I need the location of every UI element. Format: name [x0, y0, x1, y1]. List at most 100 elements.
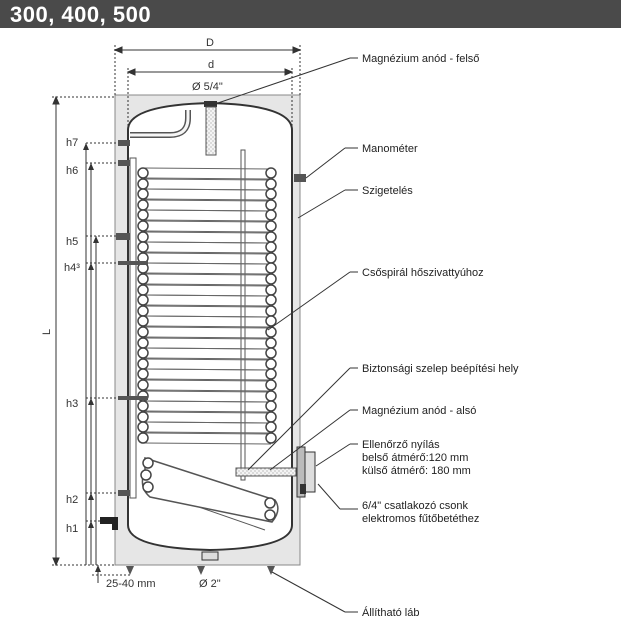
foot-left — [126, 566, 134, 575]
label-h2: h2 — [66, 494, 78, 506]
coil-loop — [265, 178, 277, 190]
label-d: d — [208, 59, 214, 71]
label-h5: h5 — [66, 236, 78, 248]
coil-band — [142, 400, 272, 413]
label-h4: h4³ — [64, 262, 80, 274]
coil-band — [142, 220, 272, 233]
coil-loop — [265, 284, 277, 296]
foot-right — [267, 566, 275, 575]
leader-insulation — [297, 189, 346, 219]
bottom-coil — [140, 456, 279, 531]
coil-band — [142, 326, 272, 339]
coil-loop — [137, 199, 149, 211]
coil-loop — [137, 209, 149, 221]
connection-h3 — [118, 396, 148, 400]
coil-loop — [265, 252, 277, 264]
coil-loop — [265, 337, 277, 349]
coil-band — [142, 315, 272, 328]
coil-loop — [265, 390, 277, 402]
bottom-drain — [201, 551, 219, 561]
label-h1: h1 — [66, 523, 78, 535]
coil-loop — [265, 262, 277, 274]
coil-loop — [265, 315, 277, 327]
drain-connection — [100, 517, 118, 530]
label-bottom-connection: Ø 2" — [199, 578, 221, 590]
coil-loop — [265, 347, 277, 359]
coil-loop — [137, 220, 149, 232]
coil-band — [142, 273, 272, 286]
label-D: D — [206, 37, 214, 49]
label-heater-socket-line2: elektromos fűtőbetéthez — [362, 513, 479, 525]
coil-loop — [265, 358, 277, 370]
label-anode-bottom: Magnézium anód - alsó — [362, 405, 476, 417]
label-h3: h3 — [66, 398, 78, 410]
coil-loop — [265, 294, 277, 306]
coil-loop — [137, 273, 149, 285]
connection-h2 — [118, 490, 130, 496]
coil-loop — [265, 167, 277, 179]
label-h7: h7 — [66, 137, 78, 149]
dimension-D — [113, 45, 302, 95]
header-title: 300, 400, 500 — [10, 2, 152, 27]
coil-loop — [137, 284, 149, 296]
leader-anode-top — [214, 57, 351, 105]
coil-loop — [137, 294, 149, 306]
connection-h5 — [116, 233, 130, 240]
coil-band — [142, 368, 272, 381]
coil-loop — [137, 337, 149, 349]
coil-band — [142, 421, 272, 434]
anode-bottom — [235, 467, 297, 477]
coil-loop — [137, 326, 149, 338]
leader-foot — [271, 571, 346, 613]
label-foot-height: 25-40 mm — [106, 578, 156, 590]
anode-top — [204, 101, 217, 107]
coil-loop — [137, 421, 149, 433]
coil-band — [142, 262, 272, 275]
coil-band — [142, 188, 272, 201]
label-insulation: Szigetelés — [362, 185, 413, 197]
coil-loop — [265, 273, 277, 285]
leader-safety-valve — [247, 367, 351, 471]
left-riser-pipe — [129, 157, 137, 499]
coil-loop — [265, 379, 277, 391]
coil-loop — [137, 368, 149, 380]
label-h6: h6 — [66, 165, 78, 177]
coil-loop — [265, 188, 277, 200]
coil-loop — [137, 315, 149, 327]
dimension-L — [52, 95, 115, 567]
coil-loop — [137, 400, 149, 412]
coil-loop — [265, 231, 277, 243]
label-inspection-line2: belső átmérő:120 mm — [362, 452, 468, 464]
coil-loop — [265, 209, 277, 221]
label-adjustable-foot: Állítható láb — [362, 606, 419, 619]
coil-band — [142, 347, 272, 360]
coil-loop — [137, 241, 149, 253]
label-L: L — [41, 329, 53, 335]
header-bar: 300, 400, 500 — [0, 0, 621, 28]
coil-band — [142, 167, 272, 180]
coil-loop — [137, 358, 149, 370]
coil-loop — [137, 305, 149, 317]
connection-h4 — [118, 261, 148, 265]
coil-loop — [137, 167, 149, 179]
coil-loop — [265, 305, 277, 317]
coil-band — [142, 209, 272, 222]
coil-loop — [137, 432, 149, 444]
coil-loop — [137, 178, 149, 190]
leader-coil — [267, 271, 351, 331]
coil-loop — [137, 411, 149, 423]
coil-loop — [137, 379, 149, 391]
leader-heater-socket — [317, 483, 341, 510]
label-manometer: Manométer — [362, 143, 418, 155]
center-rod — [240, 149, 246, 481]
coil-loop — [265, 411, 277, 423]
leader-inspection — [315, 443, 351, 467]
coil-loop — [265, 400, 277, 412]
label-inspection-line1: Ellenőrző nyílás — [362, 439, 440, 451]
foot-mid — [197, 566, 205, 575]
coil-band — [142, 241, 272, 254]
connection-h6 — [118, 160, 130, 166]
heat-pump-coil — [137, 167, 277, 445]
coil-loop — [265, 326, 277, 338]
